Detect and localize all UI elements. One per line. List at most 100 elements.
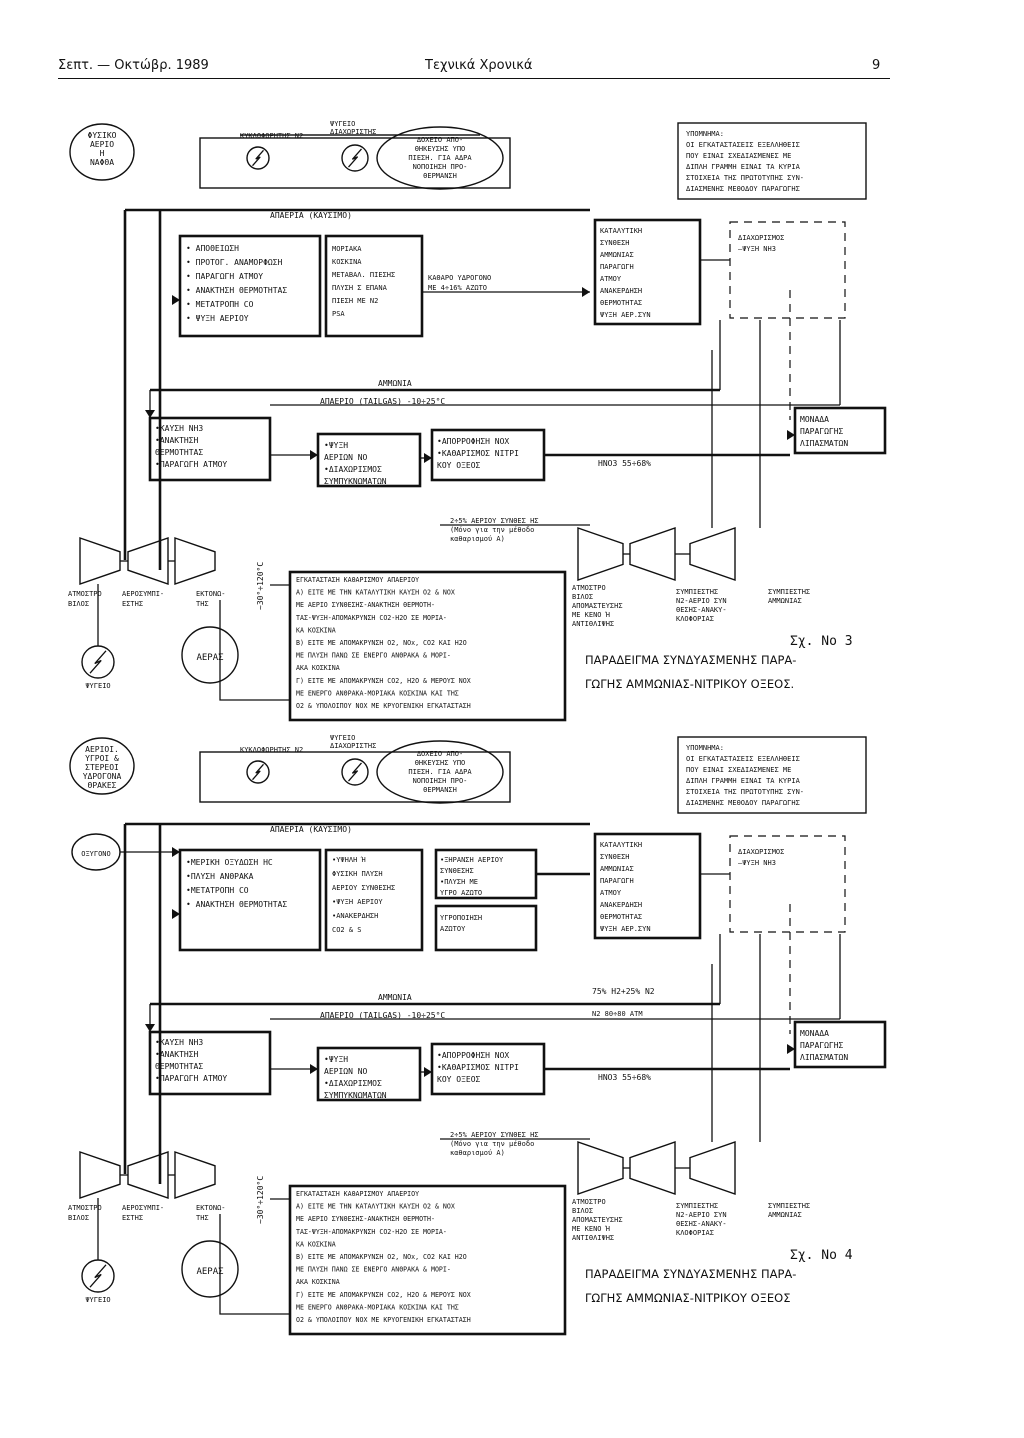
fig4-burn-box	[148, 1030, 272, 1096]
flow-arrow	[787, 430, 795, 440]
fig4-cleanup-box	[288, 1184, 567, 1336]
fig4-exhaust-label: ΑΠΑΕΡΙΑ (ΚΑΥΣΙΜΟ)	[270, 825, 352, 834]
flow-arrow	[172, 847, 180, 857]
fig4-air-compressor-icon	[127, 1151, 169, 1199]
fig4-steam-turbine-icon	[79, 1151, 121, 1199]
fig4-separator-icon-coil	[348, 762, 362, 782]
fig4-n2-compressor-icon-coil	[252, 763, 264, 781]
fig3-legend-box	[677, 122, 867, 200]
fig3-synthesis-box	[593, 218, 702, 326]
fig3-expander-label: ΕΚΤΟΝΩ-ΤΗΣ	[196, 590, 226, 608]
fig4-compressor2-label: ΑΕΡΟΣΥΜΠΙ-ΕΣΤΗΣ	[122, 1204, 164, 1222]
fig4-n2-loop-frame	[199, 751, 511, 803]
fig4-separation-frame	[729, 835, 846, 933]
fig3-process-text: • ΑΠΟΘΕΙΩΣΗ• ΠΡΟΤΟΓ. ΑΝΑΜΟΡΦΩΣΗ• ΠΑΡΑΓΩΓ…	[186, 244, 287, 323]
fig4-expander-icon	[174, 1151, 216, 1199]
fig3-separator-icon	[341, 144, 369, 172]
fig3-storage-tank-bubble	[376, 126, 504, 190]
fig3-cleanup-box	[288, 570, 567, 722]
fig3-source-bubble	[69, 123, 135, 181]
fig4-pressure-label: N2 80÷80 ATM	[592, 1010, 643, 1018]
fig4-tailgas-label: ΑΠΑΕΡΙΟ (TAILGAS) -10÷25°C	[320, 1011, 445, 1020]
fig3-separation-text: ΔΙΑΧΩΡΙΣΜΟΣ—ΨΥΞΗ NH3	[738, 234, 784, 253]
fig3-separator-icon-coil	[348, 148, 362, 168]
fig4-storage-tank-bubble	[376, 740, 504, 804]
fig3-n2-compressor-icon	[246, 146, 270, 170]
fig4-ammonia-compressor-icon	[689, 1141, 736, 1195]
fig3-exhaust-label: ΑΠΑΕΡΙΑ (ΚΑΥΣΙΜΟ)	[270, 211, 352, 220]
fig3-cooler2-label: ΨΥΓΕΙΟ	[85, 682, 110, 690]
fig3-tailgas-label: ΑΠΑΕΡΙΟ (TAILGAS) -10÷25°C	[320, 397, 445, 406]
header-center: Τεχνικά Χρονικά	[425, 58, 533, 73]
flow-arrow	[424, 1067, 432, 1077]
fig4-cool-box	[316, 1046, 422, 1102]
fig3-n2-compressor-icon-coil	[252, 149, 264, 167]
fig3-steam-turbine-icon	[79, 537, 121, 585]
fig3-process-arrow	[172, 295, 180, 305]
fig3-synthgas-label: 2÷5% ΑΕΡΙΟΥ ΣΥΝΘΕΣ ΗΣ(Μόνο για την μέθοδ…	[450, 517, 539, 543]
fig4-temp-label: ~30°÷120°C	[256, 1176, 265, 1224]
flow-arrow	[787, 1044, 795, 1054]
header-left: Σεπτ. — Οκτώβρ. 1989	[58, 58, 209, 73]
fig4-source-bubble	[69, 737, 135, 795]
fig4-oxygen-text: ΟΞΥΓΟΝΟ	[81, 850, 111, 858]
fig4-n2-compressor-icon	[246, 760, 270, 784]
fig4-steam-turbine2-icon	[577, 1141, 624, 1195]
fig4-separation-text: ΔΙΑΧΩΡΙΣΜΟΣ—ΨΥΞΗ NH3	[738, 848, 784, 867]
fig3-compressor2-label: ΑΕΡΟΣΥΜΠΙ-ΕΣΤΗΣ	[122, 590, 164, 608]
fig3-expander-icon	[174, 537, 216, 585]
fig3-hno3-label: HNO3 55÷68%	[598, 459, 651, 468]
fig3-psa-box	[324, 234, 424, 338]
fig3-figure-number: Σχ. Νο 3	[790, 634, 853, 649]
flow-arrow	[424, 453, 432, 463]
fig4-legend-box	[677, 736, 867, 814]
fig3-separation-frame	[729, 221, 846, 319]
fig3-process-box	[178, 234, 322, 338]
fig4-synthgas-label: 2÷5% ΑΕΡΙΟΥ ΣΥΝΘΕΣ ΗΣ(Μόνο για την μέθοδ…	[450, 1131, 539, 1157]
fig3-n2-loop-frame	[199, 137, 511, 189]
fig4-expander-label: ΕΚΤΟΝΩ-ΤΗΣ	[196, 1204, 226, 1222]
header-page-number: 9	[872, 58, 881, 73]
fig4-separator-icon	[341, 758, 369, 786]
fig4-liquefaction-box	[434, 904, 538, 952]
fig4-air-bubble	[181, 1240, 239, 1298]
flow-arrow	[582, 287, 590, 297]
fig4-hno3-label: HNO3 55÷68%	[598, 1073, 651, 1082]
fig4-cooler2-label: ΨΥΓΕΙΟ	[85, 1296, 110, 1304]
fig3-compressor-label: ΚΥΚΛΟΦΟΡΗΤΗΣ N2	[240, 132, 303, 140]
flow-arrow	[310, 450, 318, 460]
fig3-air-compressor-icon	[127, 537, 169, 585]
fig3-temp-label: ~30°÷120°C	[256, 562, 265, 610]
header-rule	[58, 78, 890, 79]
fig3-air-bubble	[181, 626, 239, 684]
fig3-fertilizer-box	[793, 406, 887, 455]
fig4-synthesis-compressor-icon	[629, 1141, 676, 1195]
fig4-figure-number: Σχ. Νο 4	[790, 1248, 853, 1263]
fig4-fertilizer-box	[793, 1020, 887, 1069]
